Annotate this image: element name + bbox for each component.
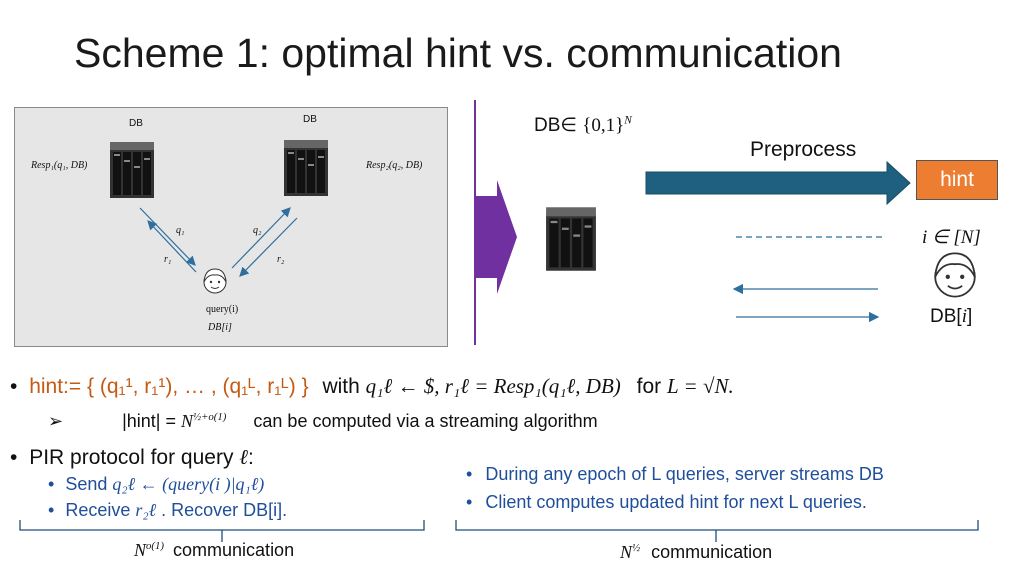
transform-arrow [475, 180, 517, 294]
hint-size-line: ➢ |hint| = N½+o(1) can be computed via a… [48, 411, 598, 432]
send-math: q₂ℓ ← (query(i )|q₁ℓ) [112, 474, 265, 494]
server-right-icon [284, 140, 328, 196]
db-left-label: DB [129, 118, 143, 129]
db-domain-set: {0,1} [582, 115, 625, 136]
left-communication: No(1) communication [134, 540, 294, 561]
db-domain-prefix: DB∈ [534, 115, 583, 136]
resp1-label: Resp₁(q₁, DB) [31, 160, 88, 171]
client-face-right-icon [934, 252, 976, 298]
hint-size-prefix: |hint| = [122, 411, 181, 431]
for-math: L = √N. [666, 374, 734, 398]
q1-label: q₁ [176, 225, 185, 236]
db-domain-exp: N [624, 114, 632, 127]
hint-size-math: N [181, 411, 194, 431]
r1-label: r₁ [164, 254, 172, 265]
receive-suffix: . Recover DB[i]. [156, 500, 288, 520]
arrow-marker: ➢ [48, 411, 64, 431]
receive-bullet: • Receive r₂ℓ . Recover DB[i]. [48, 500, 288, 520]
db-domain: DB∈ {0,1}N [534, 114, 632, 137]
client-db-var: i [961, 306, 967, 327]
for-text: for [636, 375, 662, 398]
right-comm-text: communication [651, 542, 773, 562]
pir-prefix: PIR protocol for query [29, 446, 240, 469]
streaming-text: can be computed via a streaming algorith… [253, 411, 598, 431]
pir-var: ℓ [239, 445, 249, 469]
receive-prefix: Receive [65, 500, 136, 520]
left-comm-text: communication [173, 540, 295, 560]
pir-protocol-heading: • PIR protocol for query ℓ: [10, 445, 254, 469]
pir-suffix: : [248, 446, 254, 469]
hint-definition: • hint:= { (q₁¹, r₁¹), … , (q₁ᴸ, r₁ᴸ) } … [10, 374, 734, 398]
receive-math: r₂ℓ [135, 500, 157, 520]
client-face-icon [203, 268, 227, 294]
query-label: query(i) [206, 304, 239, 315]
client-db-prefix: DB[ [930, 306, 962, 327]
with-math: q₁ℓ ← $, r₁ℓ = Resp₁(q₁ℓ, DB) [365, 374, 621, 398]
with-text: with [322, 375, 360, 398]
epoch-text: During any epoch of L queries, server st… [485, 464, 884, 484]
left-comm-math: N [134, 540, 147, 560]
server-left-icon [110, 142, 154, 198]
db-right-label: DB [303, 114, 317, 125]
client-index: i ∈ [N] [922, 227, 981, 248]
client-update-text: Client computes updated hint for next L … [485, 492, 867, 512]
dbi-label: DB[i] [208, 322, 232, 333]
hint-size-exp: ½+o(1) [193, 411, 227, 423]
r2-label: r₂ [277, 254, 285, 265]
two-server-figure [14, 107, 448, 347]
divider-line [474, 100, 476, 345]
client-update-bullet: • Client computes updated hint for next … [466, 492, 867, 512]
right-comm-math: N [620, 542, 633, 562]
resp2-label: Resp₂(q₂, DB) [366, 160, 423, 171]
right-communication: N½ communication [620, 542, 772, 563]
preprocess-label: Preprocess [750, 138, 857, 161]
client-db-suffix: ] [966, 306, 973, 327]
left-comm-exp: o(1) [146, 540, 165, 552]
send-bullet: • Send q₂ℓ ← (query(i )|q₁ℓ) [48, 474, 265, 494]
right-comm-exp: ½ [632, 542, 641, 554]
hint-def-text: hint:= { (q₁¹, r₁¹), … , (q₁ᴸ, r₁ᴸ) } [29, 375, 309, 398]
hint-box: hint [916, 160, 998, 200]
q2-label: q₂ [253, 225, 262, 236]
client-db-label: DB[i] [930, 306, 972, 328]
server-center-icon [546, 207, 596, 271]
slide-title: Scheme 1: optimal hint vs. communication [74, 30, 842, 76]
send-prefix: Send [65, 474, 113, 494]
epoch-bullet: • During any epoch of L queries, server … [466, 464, 884, 484]
